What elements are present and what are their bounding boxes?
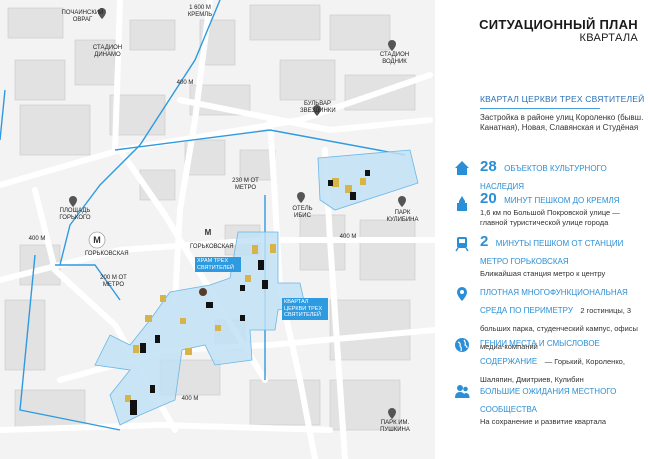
page-subtitle: КВАРТАЛА <box>579 32 638 44</box>
item-metro-head: МИНУТЫ ПЕШКОМ ОТ СТАНЦИИ МЕТРО ГОРЬКОВСК… <box>480 239 624 266</box>
distance-230-metro: 230 М ОТ МЕТРО <box>232 178 259 191</box>
item-kremlin-head: МИНУТ ПЕШКОМ ДО КРЕМЛЯ <box>504 196 620 205</box>
item-metro-body: Ближайшая станция метро к центру <box>480 269 606 278</box>
metro-label-1: ГОРЬКОВСКАЯ <box>85 251 129 257</box>
item-heritage-num: 28 <box>480 158 497 175</box>
globe-icon <box>455 338 469 352</box>
place-label-vodnik: СТАДИОН ВОДНИК <box>379 52 410 65</box>
pin-icon <box>457 287 467 301</box>
item-genius: ГЕНИИ МЕСТА И СМЫСЛОВОЕ СОДЕРЖАНИЕ — Гор… <box>480 333 648 387</box>
page-title: СИТУАЦИОННЫЙ ПЛАН <box>479 17 638 32</box>
situation-map: M M <box>0 0 435 459</box>
distance-400-d: 400 М <box>181 396 199 402</box>
metro-label-2: ГОРЬКОВСКАЯ <box>190 244 234 250</box>
item-environment: ПЛОТНАЯ МНОГОФУНКЦИОНАЛЬНАЯ СРЕДА ПО ПЕР… <box>480 282 648 354</box>
place-label-gorky-sq: ПЛОЩАДЬ ГОРЬКОГО <box>59 208 91 221</box>
svg-text:M: M <box>205 228 212 237</box>
item-heritage-head: ОБЪЕКТОВ КУЛЬТУРНОГО НАСЛЕДИЯ <box>480 164 607 191</box>
section-title: КВАРТАЛ ЦЕРКВИ ТРЕХ СВЯТИТЕЛЕЙ <box>480 94 645 104</box>
item-heritage: 28 ОБЪЕКТОВ КУЛЬТУРНОГО НАСЛЕДИЯ <box>480 158 648 194</box>
place-label-kulibin: ПАРК КУЛИБИНА <box>386 210 419 223</box>
item-metro-num: 2 <box>480 233 489 250</box>
distance-400-c: 400 М <box>339 234 357 240</box>
item-community-body: На сохранение и развитие квартала <box>480 417 607 426</box>
distance-200-metro: 200 М ОТ МЕТРО <box>100 275 127 288</box>
item-genius-head: ГЕНИИ МЕСТА И СМЫСЛОВОЕ СОДЕРЖАНИЕ <box>480 339 600 366</box>
info-panel: СИТУАЦИОННЫЙ ПЛАН КВАРТАЛА КВАРТАЛ ЦЕРКВ… <box>435 0 650 459</box>
item-genius-tail: — Горький, Короленко, Шаляпин, Дмитриев,… <box>480 357 625 384</box>
tram-icon <box>455 237 469 252</box>
item-community-head: БОЛЬШИЕ ОЖИДАНИЯ МЕСТНОГО СООБЩЕСТВА <box>480 387 617 414</box>
church-tag: ХРАМ ТРЕХ СВЯТИТЕЛЕЙ <box>195 257 241 272</box>
item-kremlin: 20 МИНУТ ПЕШКОМ ДО КРЕМЛЯ 1,6 км по Боль… <box>480 190 648 227</box>
kremlin-tower-icon <box>457 196 467 211</box>
people-icon <box>455 385 470 398</box>
section-divider <box>480 108 600 109</box>
distance-400-a: 400 М <box>176 80 194 86</box>
item-kremlin-body: 1,6 км по Большой Покровской улице — гла… <box>480 208 620 227</box>
item-metro: 2 МИНУТЫ ПЕШКОМ ОТ СТАНЦИИ МЕТРО ГОРЬКОВ… <box>480 233 648 279</box>
place-label-dinamo: СТАДИОН ДИНАМО <box>92 45 123 58</box>
item-environment-tail: 2 гостиницы, 3 больших парка, студенческ… <box>480 306 638 351</box>
place-label-pochainsky: ПОЧАИНСКИЙ ОВРАГ <box>61 10 104 23</box>
place-label-zvezdinka: БУЛЬВАР ЗВЕЗДИНКИ <box>300 101 336 114</box>
item-kremlin-num: 20 <box>480 190 497 207</box>
svg-text:M: M <box>93 235 101 245</box>
place-label-pushkin: ПАРК ИМ. ПУШКИНА <box>380 420 410 433</box>
distance-kreml: 1 600 М КРЕМЛЬ <box>187 5 213 18</box>
quarter-tag: КВАРТАЛ ЦЕРКВИ ТРЕХ СВЯТИТЕЛЕЙ <box>282 298 328 320</box>
place-label-ibis: ОТЕЛЬ ИБИС <box>292 206 313 219</box>
intro-text: Застройка в районе улиц Короленко (бывш.… <box>480 113 644 132</box>
house-icon <box>455 161 469 175</box>
distance-400-b: 400 М <box>28 236 46 242</box>
item-environment-head: ПЛОТНАЯ МНОГОФУНКЦИОНАЛЬНАЯ СРЕДА ПО ПЕР… <box>480 288 628 315</box>
item-community: БОЛЬШИЕ ОЖИДАНИЯ МЕСТНОГО СООБЩЕСТВА На … <box>480 381 648 427</box>
